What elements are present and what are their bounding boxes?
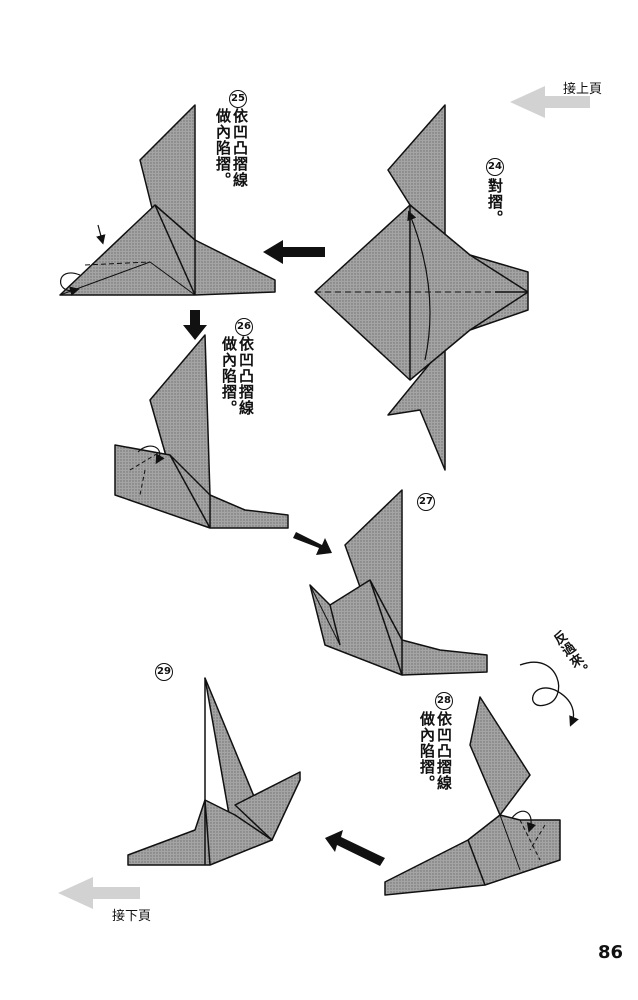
step-25-number: 25 [229, 90, 247, 108]
step-29-figure [127, 677, 301, 866]
step-26-number: 26 [235, 318, 253, 336]
step-25-figure [59, 104, 276, 296]
step-28-number: 28 [435, 692, 453, 710]
step-27-figure [309, 489, 488, 676]
arrow-24-to-25 [263, 240, 325, 264]
step-27-number: 27 [417, 493, 435, 511]
arrow-28-to-29 [325, 830, 385, 866]
step-28-instruction: 依凹凸摺線做內陷摺。 [418, 711, 453, 791]
step-26-instruction: 依凹凸摺線做內陷摺。 [220, 336, 255, 416]
turn-over-loop [519, 661, 579, 727]
step-24-instruction: 對摺。 [486, 178, 504, 226]
step-24-figure [314, 104, 529, 471]
step-29-number: 29 [155, 663, 173, 681]
continue-to-next-label: 接下頁 [112, 909, 152, 924]
page-number: 86 [598, 942, 624, 963]
continue-from-prev-label: 接上頁 [563, 82, 603, 97]
step-28-figure [384, 696, 561, 896]
step-25-instruction: 依凹凸摺線做內陷摺。 [214, 108, 249, 188]
step-24-number: 24 [486, 158, 504, 176]
arrow-25-to-26 [183, 310, 207, 340]
step-26-figure [114, 334, 289, 529]
prev-page-arrow [510, 86, 590, 118]
next-page-arrow [58, 877, 140, 909]
arrow-26-to-27 [293, 532, 332, 555]
